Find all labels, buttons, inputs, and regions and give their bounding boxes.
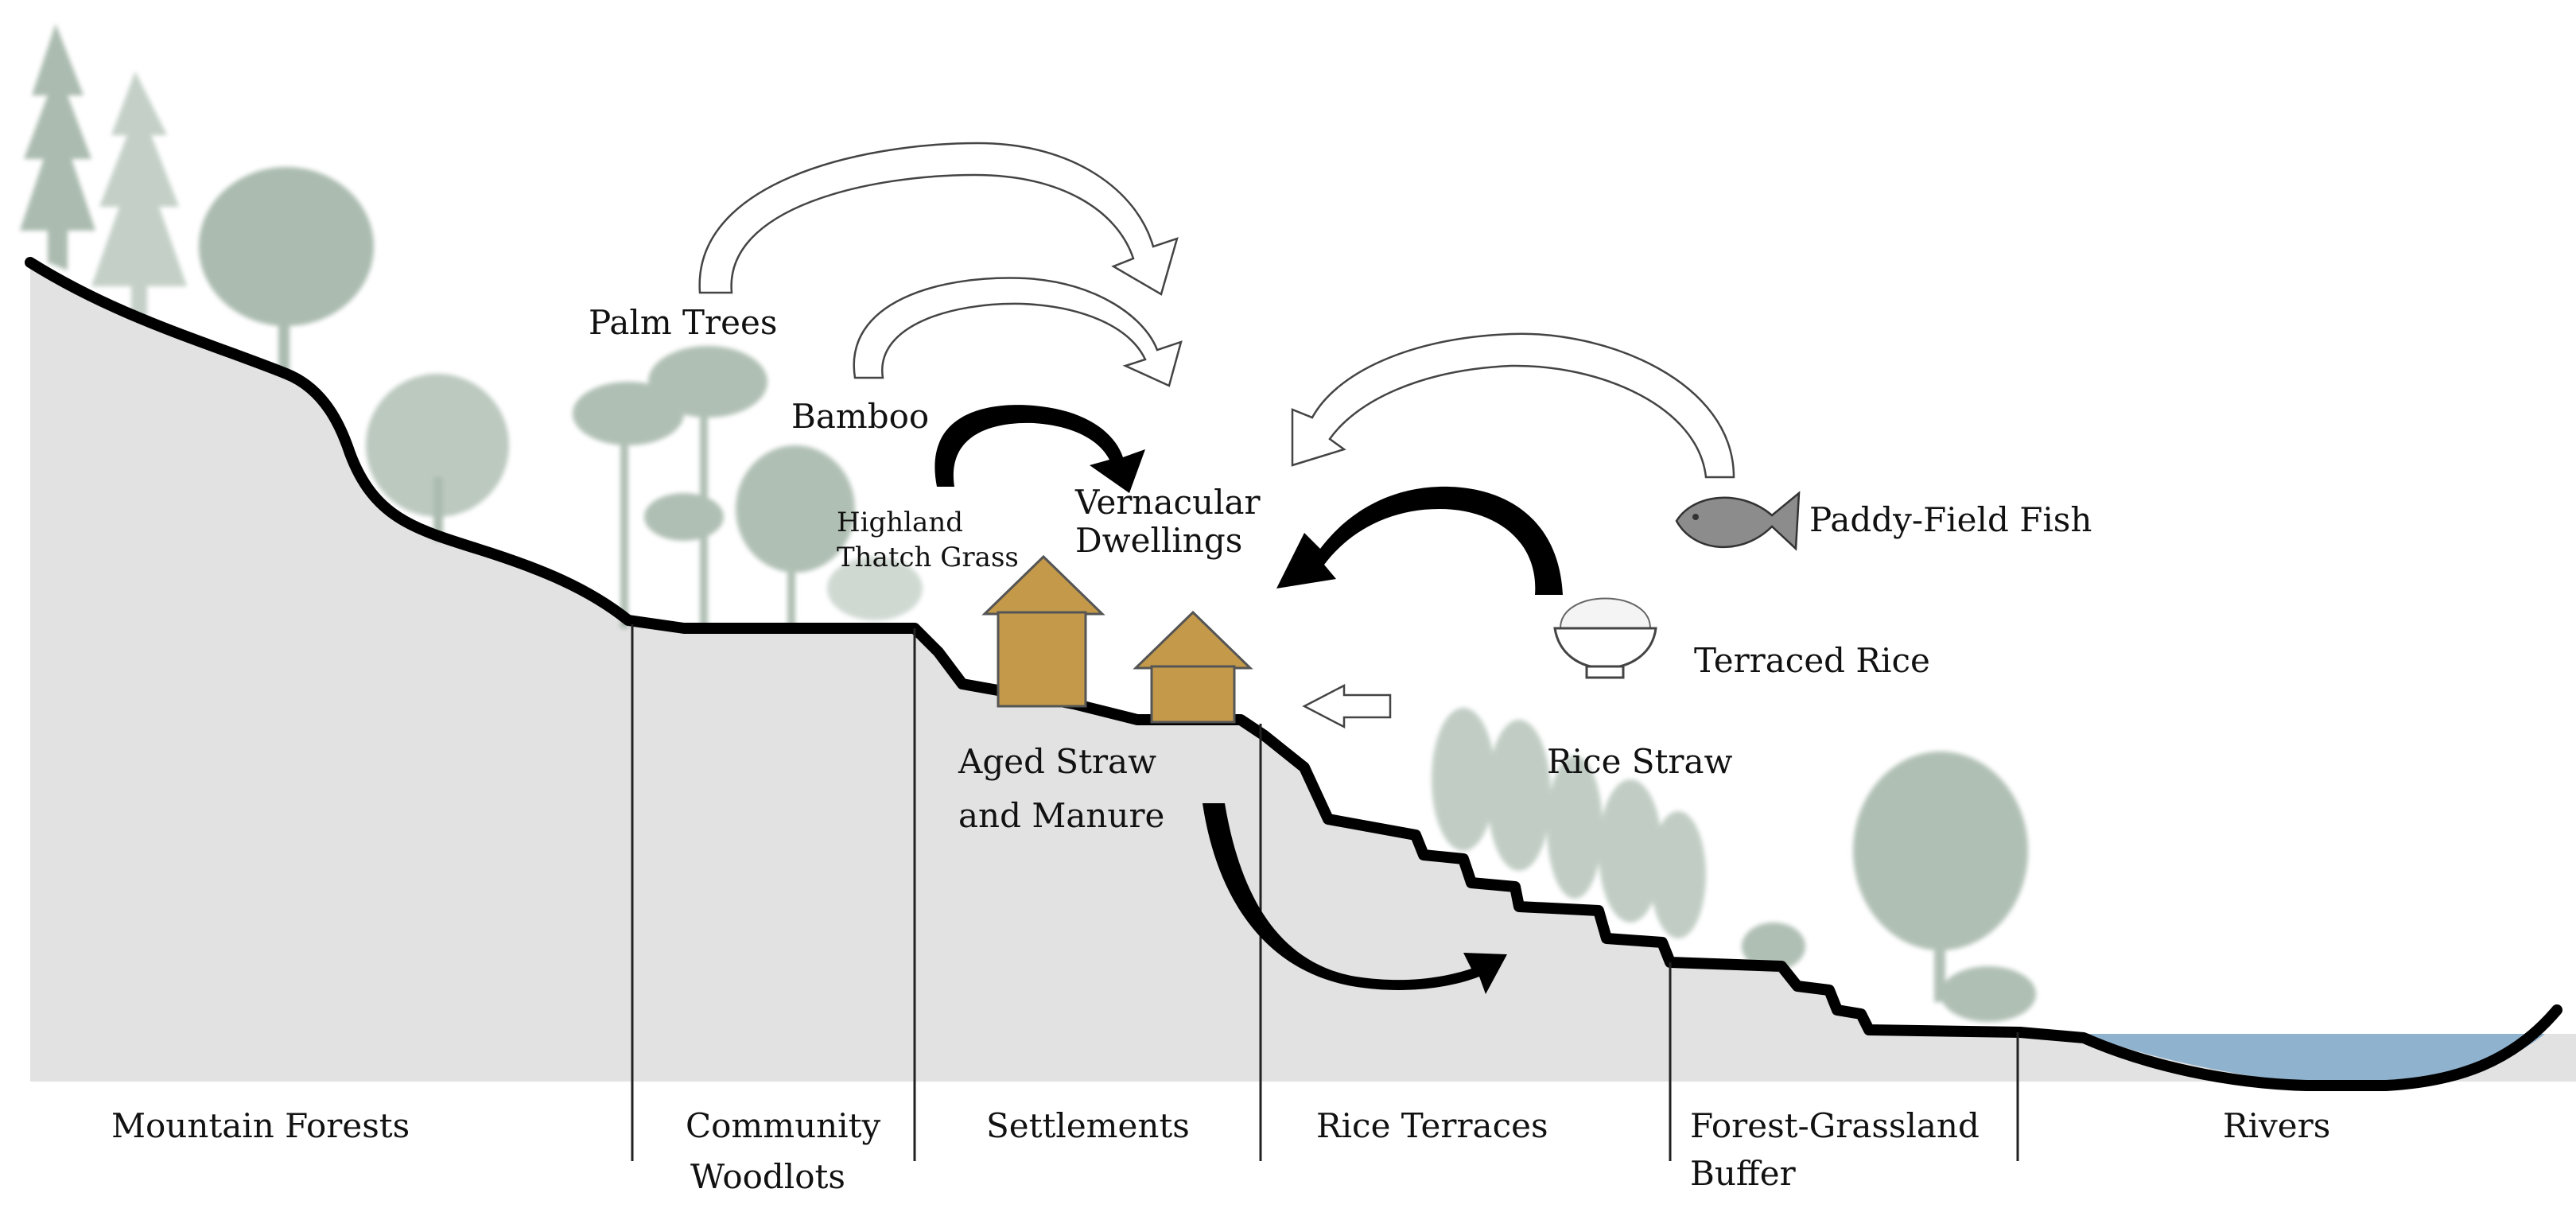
zone-label-rice-terraces: Rice Terraces xyxy=(1316,1106,1548,1145)
paddy-field-fish-icon xyxy=(1675,491,1801,551)
zone-label-buffer-line1: Forest-Grassland xyxy=(1690,1106,1980,1145)
aged-straw-manure-flow-arrow xyxy=(1203,803,1507,994)
zone-label-buffer-line2: Buffer xyxy=(1690,1154,1797,1193)
buffer-vegetation xyxy=(1742,752,2036,1022)
vernacular-dwellings-label-line2: Dwellings xyxy=(1075,521,1242,560)
paddy-fish-flow-arrow xyxy=(1291,332,1735,479)
zone-label-mountain-forests: Mountain Forests xyxy=(111,1106,410,1145)
highland-thatch-grass-label-line1: Highland xyxy=(837,507,963,538)
zone-label-settlements: Settlements xyxy=(986,1106,1190,1145)
bamboo-flow-arrow xyxy=(853,277,1183,387)
community-woodlot-vegetation xyxy=(573,346,923,628)
thatch-grass-flow-arrow xyxy=(934,405,1145,493)
aged-straw-manure-label-line2: and Manure xyxy=(958,796,1164,835)
bamboo-label: Bamboo xyxy=(791,397,929,436)
rice-straw-label: Rice Straw xyxy=(1547,742,1733,781)
zone-dividers xyxy=(631,624,2019,1161)
highland-thatch-grass-label-line2: Thatch Grass xyxy=(837,542,1019,573)
rice-straw-flow-arrow xyxy=(1302,683,1392,729)
paddy-field-fish-label: Paddy-Field Fish xyxy=(1809,500,2092,539)
vernacular-dwelling-house-2 xyxy=(1133,610,1253,724)
zone-label-rivers: Rivers xyxy=(2223,1106,2330,1145)
terraced-rice-label: Terraced Rice xyxy=(1694,641,1930,680)
mountain-forest-vegetation xyxy=(20,24,509,541)
terrain-outline xyxy=(25,257,2562,1091)
zone-label-community-woodlots-line1: Community xyxy=(686,1106,880,1145)
palm-trees-flow-arrow xyxy=(698,142,1179,296)
rice-terrace-vegetation xyxy=(1432,708,1706,938)
zone-label-community-woodlots-line2: Woodlots xyxy=(690,1157,845,1196)
river-water xyxy=(2084,1034,2545,1083)
vernacular-dwelling-house-1 xyxy=(981,554,1105,708)
palm-trees-label: Palm Trees xyxy=(589,303,777,342)
vernacular-dwellings-label-line1: Vernacular xyxy=(1074,483,1261,522)
terrain-ground xyxy=(30,262,2576,1082)
terraced-rice-flow-arrow xyxy=(1276,486,1563,595)
terraced-rice-bowl-icon xyxy=(1553,597,1657,679)
aged-straw-manure-label-line1: Aged Straw xyxy=(958,742,1156,781)
